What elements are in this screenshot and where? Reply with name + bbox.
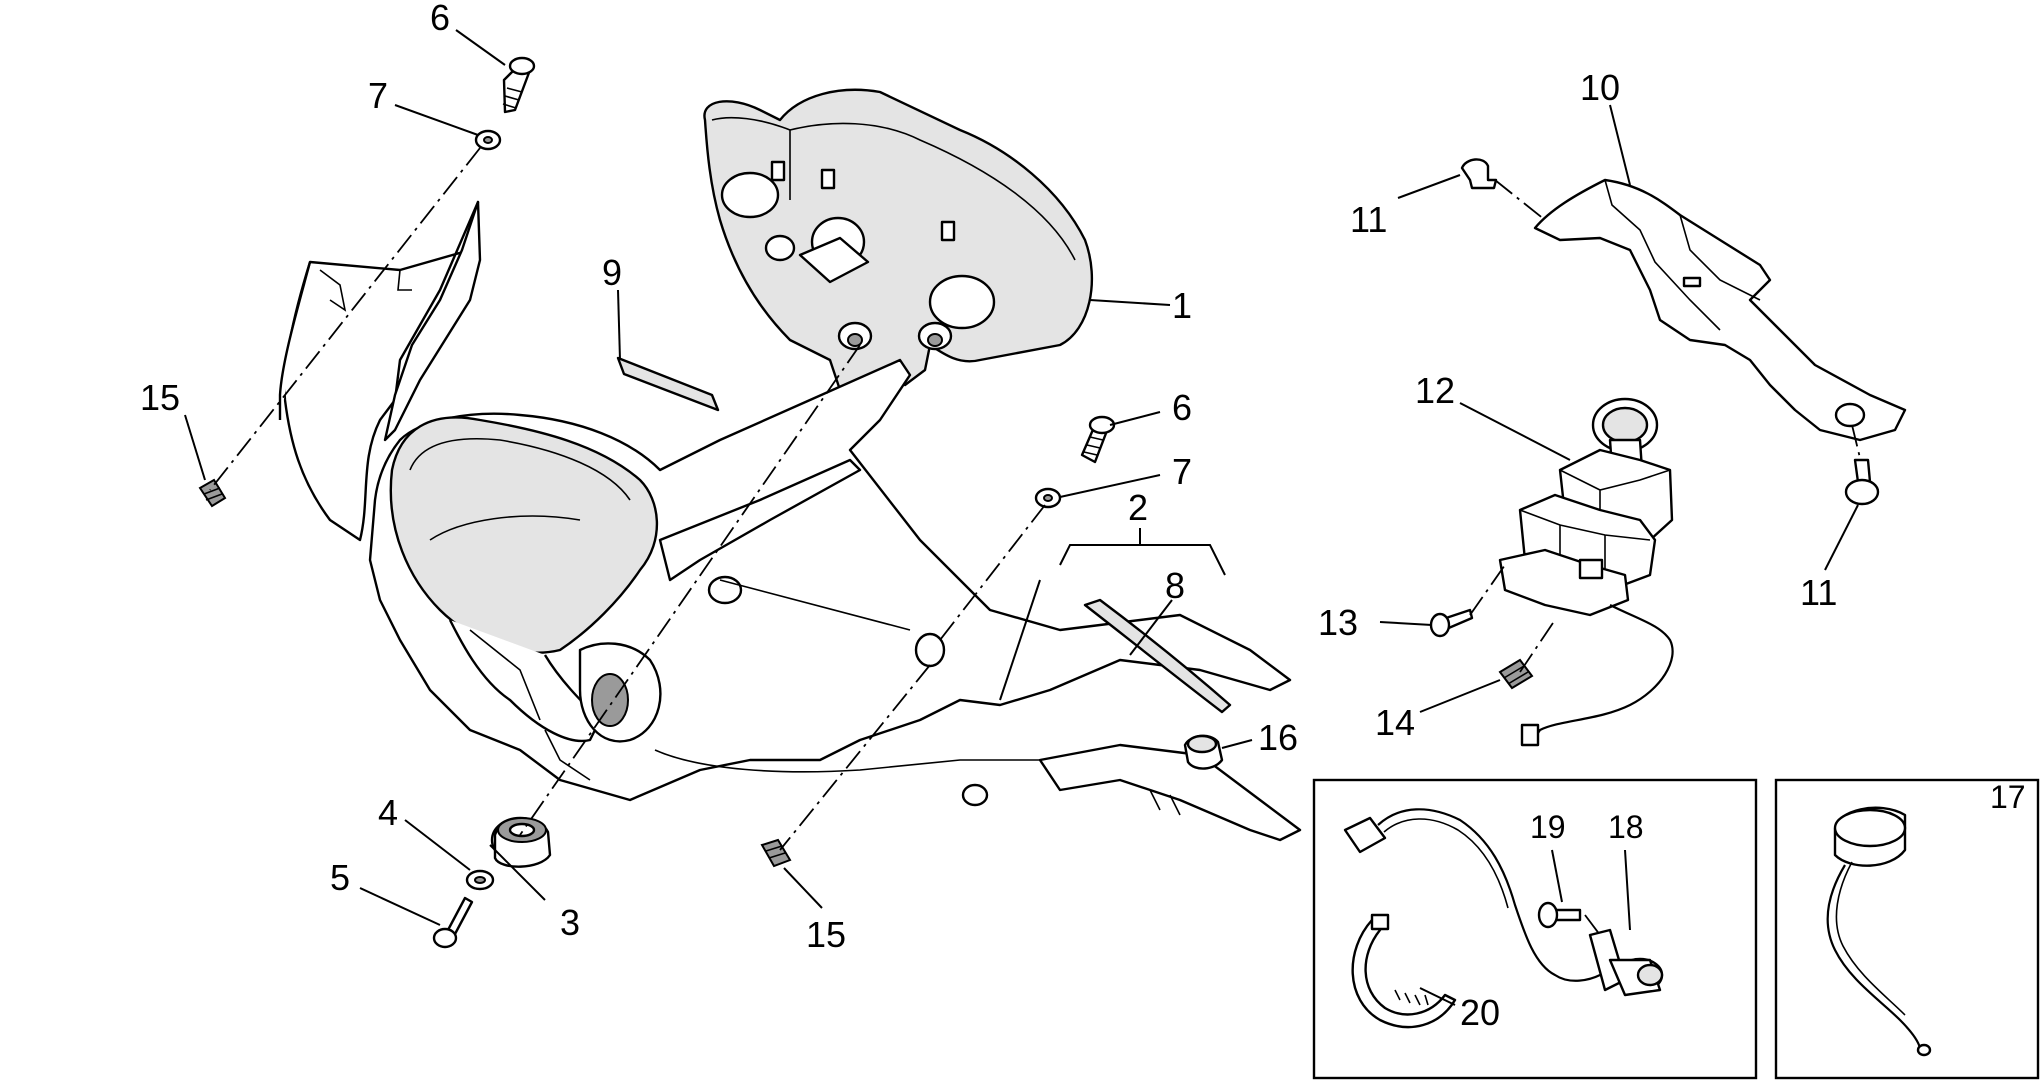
clip-15-bottom (760, 838, 792, 868)
label-11-top: 11 (1350, 199, 1387, 240)
label-6-mid: 6 (1172, 387, 1192, 428)
grommet-16 (1183, 734, 1224, 770)
grommet-3 (490, 816, 552, 868)
label-14: 14 (1375, 702, 1415, 743)
label-4: 4 (378, 792, 398, 833)
label-11-bottom: 11 (1800, 572, 1837, 613)
label-20: 20 (1460, 992, 1500, 1033)
label-6-top: 6 (430, 0, 450, 38)
cap-17 (1826, 806, 1932, 1057)
label-13: 13 (1318, 602, 1358, 643)
screw-6-top (502, 56, 536, 114)
label-12: 12 (1415, 370, 1455, 411)
label-2: 2 (1128, 487, 1148, 528)
instrument-housing (703, 88, 1094, 397)
screw-6-mid (1080, 415, 1116, 464)
cover-plate-10 (1533, 178, 1907, 442)
rivet-11-top (1460, 158, 1498, 190)
label-3: 3 (560, 902, 580, 943)
clip-15-left (198, 478, 227, 508)
spring-14 (1498, 658, 1534, 690)
sensor-harness (1343, 808, 1601, 982)
label-17: 17 (1990, 779, 2026, 815)
front-fairing (278, 200, 1302, 842)
rubber-strip-9 (616, 356, 720, 412)
sensor-18 (1588, 928, 1664, 997)
callout-labels: 1 2 3 4 5 6 6 7 7 8 9 10 11 11 12 13 14 … (140, 0, 2026, 1033)
label-7-mid: 7 (1172, 451, 1192, 492)
rubber-strip-8 (1083, 598, 1232, 714)
screw-5 (432, 896, 474, 949)
washer-4 (465, 869, 495, 891)
washer-7-mid (1034, 487, 1062, 509)
label-7-top: 7 (368, 75, 388, 116)
screw-11-bottom (1844, 458, 1880, 506)
label-19: 19 (1530, 809, 1566, 845)
label-15-bottom: 15 (806, 914, 846, 955)
label-1: 1 (1172, 285, 1192, 326)
label-10: 10 (1580, 67, 1620, 108)
clamp-20 (1351, 913, 1457, 1029)
label-18: 18 (1608, 809, 1644, 845)
cap-kit-box (1774, 778, 2040, 1080)
ignition-switch-12 (1498, 397, 1674, 747)
assembly-lines (209, 147, 1861, 936)
leader-lines (184, 29, 1859, 1006)
label-5: 5 (330, 857, 350, 898)
washer-7-top (474, 129, 502, 151)
label-16: 16 (1258, 717, 1298, 758)
screw-19 (1537, 901, 1582, 929)
label-15-left: 15 (140, 377, 180, 418)
label-9: 9 (602, 252, 622, 293)
screw-13 (1429, 608, 1474, 638)
sensor-kit-box (1312, 778, 1758, 1080)
label-8: 8 (1165, 565, 1185, 606)
